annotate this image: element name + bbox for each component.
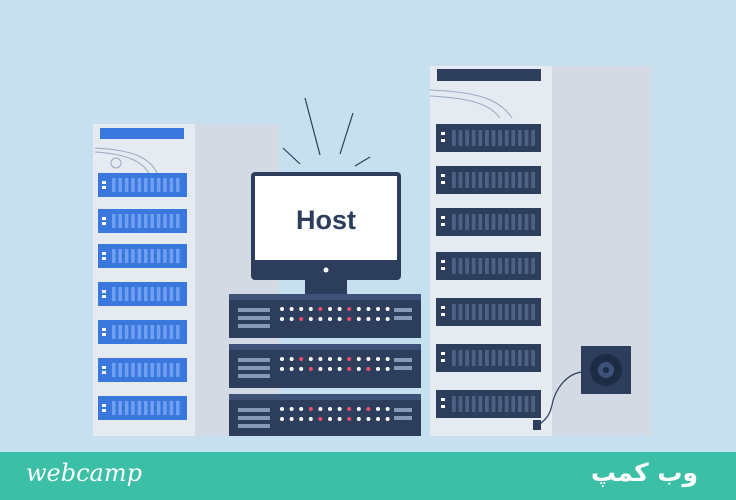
fan-icon xyxy=(581,346,631,394)
hosting-illustration: Host xyxy=(93,66,652,436)
drive-slot xyxy=(436,124,541,152)
monitor: Host xyxy=(251,172,401,294)
brand-logo-persian: وب کمپ xyxy=(590,458,698,487)
drive-slot xyxy=(98,320,187,344)
cable-icon xyxy=(539,371,582,425)
drive-slot xyxy=(98,244,187,268)
drive-slot xyxy=(436,298,541,326)
drive-slot xyxy=(98,282,187,306)
server-unit xyxy=(229,294,421,338)
brand-logo-latin: webcamp xyxy=(26,459,142,487)
monitor-label: Host xyxy=(296,205,356,235)
drive-slot xyxy=(436,390,541,418)
signal-rays xyxy=(282,97,371,167)
drive-slot xyxy=(98,396,187,420)
server-unit xyxy=(229,394,421,436)
right-server-rack xyxy=(429,66,652,436)
drive-slot xyxy=(98,358,187,382)
left-server-rack xyxy=(93,124,279,436)
drive-slot xyxy=(436,344,541,372)
server-stack xyxy=(229,294,421,436)
drive-slot xyxy=(436,166,541,194)
drive-slot xyxy=(436,252,541,280)
drive-slot xyxy=(98,173,187,197)
drive-slot xyxy=(98,209,187,233)
drive-slot xyxy=(436,208,541,236)
footer-bar xyxy=(0,452,736,500)
server-unit xyxy=(229,344,421,388)
